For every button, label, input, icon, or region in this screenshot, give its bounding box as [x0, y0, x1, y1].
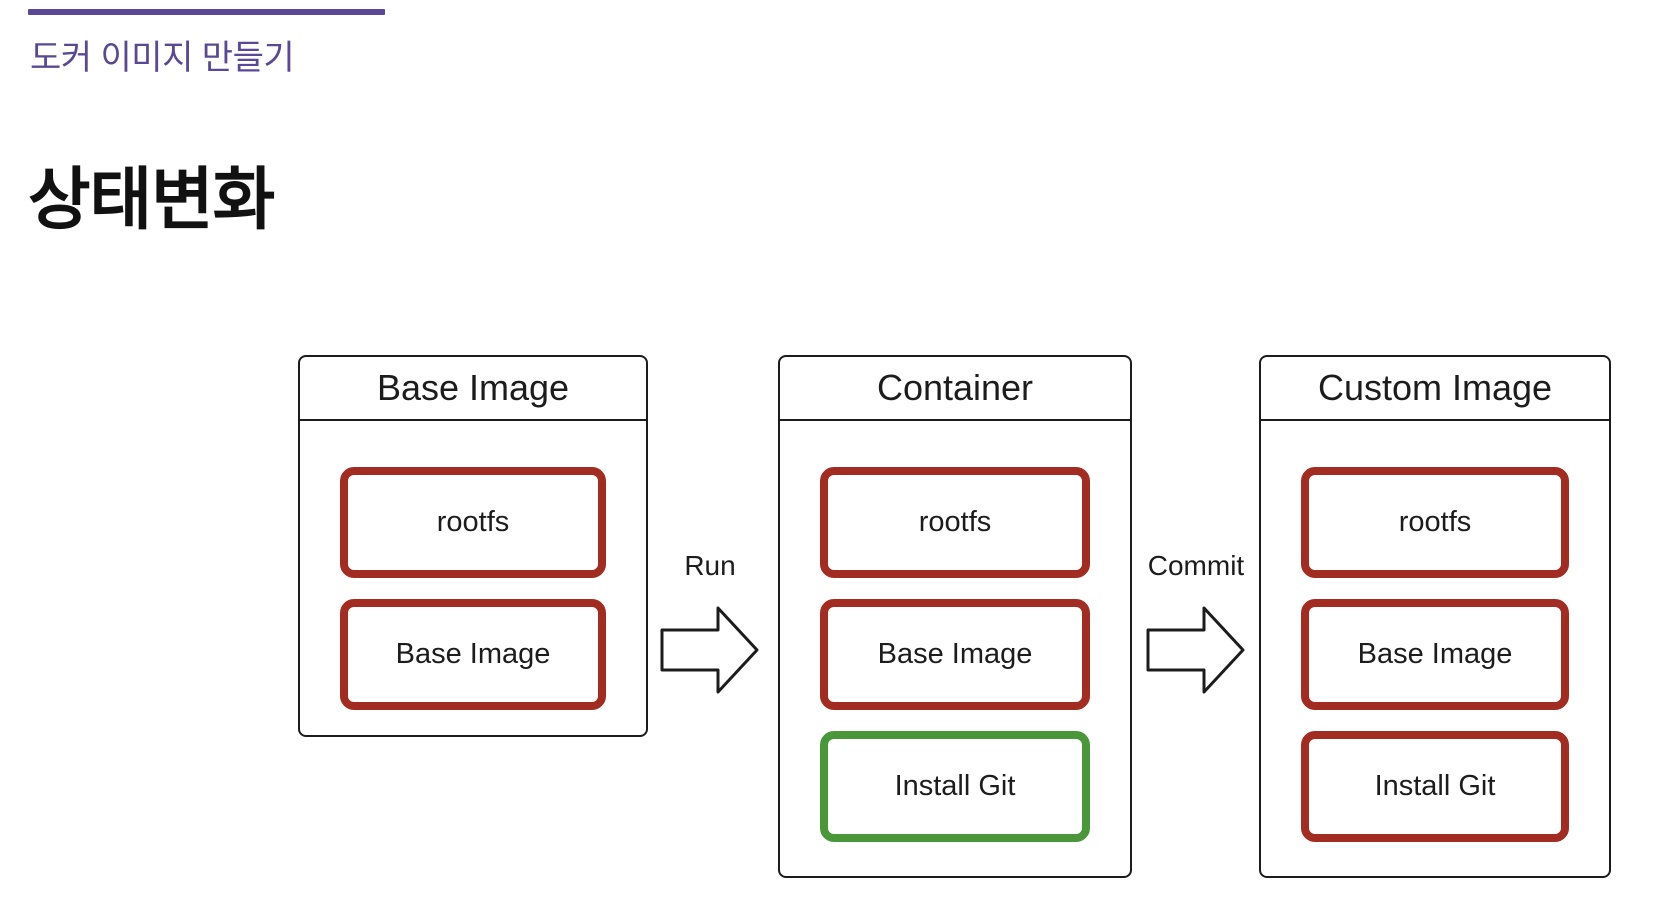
layer-base-image: Base Image: [1301, 599, 1569, 710]
node-body: rootfs Base Image Install Git: [780, 421, 1130, 842]
run-label: Run: [684, 550, 736, 581]
layer-install-git: Install Git: [820, 731, 1090, 842]
layer-rootfs: rootfs: [820, 467, 1090, 578]
node-body: rootfs Base Image: [300, 421, 646, 710]
page-title: 상태변화: [28, 162, 275, 238]
node-body: rootfs Base Image Install Git: [1261, 421, 1609, 842]
commit-arrow-icon: [1146, 606, 1245, 694]
node-title: Container: [780, 357, 1130, 421]
layer-base-image: Base Image: [820, 599, 1090, 710]
layer-rootfs: rootfs: [340, 467, 606, 578]
layer-rootfs: rootfs: [1301, 467, 1569, 578]
layer-base-image: Base Image: [340, 599, 606, 710]
node-base-image: Base Image rootfs Base Image: [298, 355, 648, 737]
layer-install-git: Install Git: [1301, 731, 1569, 842]
accent-rule: [28, 9, 385, 15]
commit-label: Commit: [1147, 550, 1245, 581]
node-title: Custom Image: [1261, 357, 1609, 421]
node-title: Base Image: [300, 357, 646, 421]
node-custom-image: Custom Image rootfs Base Image Install G…: [1259, 355, 1611, 878]
section-label: 도커 이미지 만들기: [30, 39, 295, 77]
node-container: Container rootfs Base Image Install Git: [778, 355, 1132, 878]
run-arrow-icon: [660, 606, 759, 694]
